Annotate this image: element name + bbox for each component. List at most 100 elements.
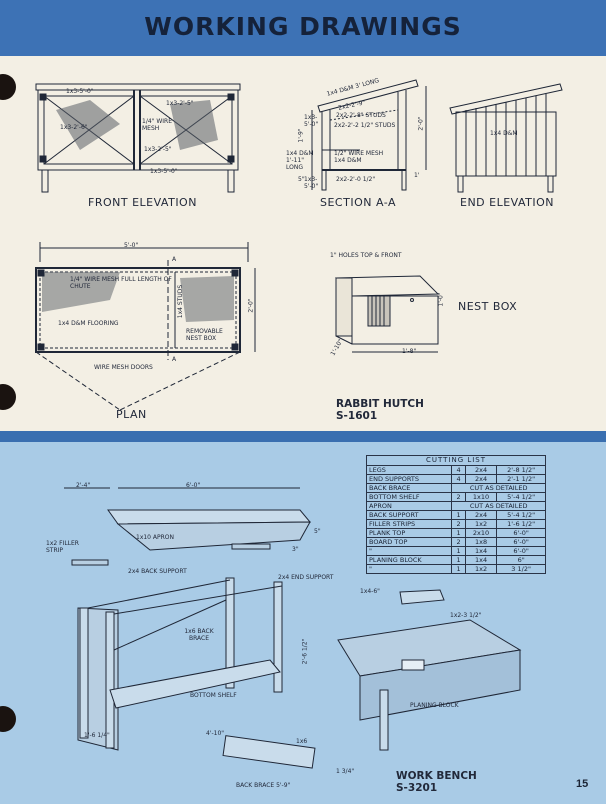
end-elevation-drawing (449, 83, 563, 193)
plan-section-mark: A (172, 356, 177, 363)
nest-label: 1" HOLES TOP & FRONT (330, 252, 402, 259)
nest-box-caption: NEST BOX (458, 300, 518, 313)
sec-label: 2x2-2'-8" STUDS (336, 112, 386, 119)
sec-label: 1x3-5'-0" (304, 176, 319, 190)
fe-dimension: 1x3-2'-5" (166, 100, 194, 107)
cutting-list-cell: 1x4 (464, 555, 498, 565)
nest-dimension: 1'-0" (437, 292, 445, 307)
cutting-list-cell: 5'-4 1/2" (496, 492, 546, 502)
cutting-list-cell: 1x4 (464, 546, 498, 556)
wb-dimension: 6'-0" (186, 482, 201, 489)
page-number: 15 (576, 778, 589, 790)
cutting-list-cell: 2x4 (464, 465, 498, 475)
nest-dimension: 1'-8" (402, 348, 417, 355)
fe-dimension: 1x3-2'-5" (144, 146, 172, 153)
cutting-list-cell: 1 (451, 555, 466, 565)
cutting-list-cell: PLANK TOP (365, 528, 453, 538)
cutting-list-cell: BACK SUPPORT (365, 510, 453, 520)
divider-band (0, 431, 606, 442)
cutting-list-cell: 6'-0" (496, 537, 546, 547)
cutting-list-cell: 1 (451, 564, 466, 574)
plan-label: 1x4 D&M FLOORING (58, 320, 119, 327)
cutting-list-cell: 6'-0" (496, 528, 546, 538)
wb-label: 1x6 (296, 738, 308, 745)
wb-dimension: 2'-4" (76, 482, 91, 489)
cutting-list-cell: 1 (451, 546, 466, 556)
sec-dimension: 1' (414, 172, 420, 179)
sec-dimension: 5" (298, 176, 305, 183)
wb-label: 1x4-6" (360, 588, 380, 595)
sec-dimension: 1'-9" (297, 128, 305, 143)
cutting-list-cell: 2 (451, 537, 466, 547)
cutting-list-cell: 6'-0" (496, 546, 546, 556)
sec-dimension: 2'-0" (417, 116, 425, 131)
wb-label: BACK BRACE 5'-9" (236, 782, 291, 789)
plan-label: 1x4 STUDS (177, 284, 185, 319)
cutting-list-cell: CUT AS DETAILED (451, 501, 546, 511)
cutting-list-cell: 2x4 (464, 474, 498, 484)
cutting-list-cell: CUT AS DETAILED (451, 483, 546, 493)
front-elevation-caption: FRONT ELEVATION (88, 196, 197, 209)
plan-drawing (35, 242, 256, 411)
cutting-list-cell: 4 (451, 465, 466, 475)
cutting-list-cell: 1 (451, 510, 466, 520)
page-title: WORKING DRAWINGS (144, 12, 462, 41)
cutting-list-cell: 1x2 (464, 564, 498, 574)
wb-dimension: 4'-10" (206, 730, 225, 737)
header-band (0, 0, 606, 56)
wb-label: 1x2-3 1/2" (450, 612, 482, 619)
wb-dimension: 5" (314, 528, 321, 535)
cutting-list-cell: 6" (496, 555, 546, 565)
wb-label: 1x6 BACK BRACE (184, 628, 214, 642)
cutting-list-cell: 1'-6 1/2" (496, 519, 546, 529)
nest-box-drawing (334, 275, 440, 353)
cutting-list-cell: " (365, 564, 453, 574)
fe-dimension: 1x3-5'-0" (150, 168, 178, 175)
front-elevation-drawing (35, 83, 241, 193)
cutting-list-cell: 1x10 (464, 492, 498, 502)
cutting-list-cell: END SUPPORTS (365, 474, 453, 484)
cutting-list-cell: BOTTOM SHELF (365, 492, 453, 502)
section-caption: SECTION A-A (320, 196, 396, 209)
cutting-list-cell: " (365, 546, 453, 556)
sec-label: 1/2" WIRE MESH 1x4 D&M (334, 150, 384, 164)
cutting-list-cell: BACK BRACE (365, 483, 453, 493)
bench-title: WORK BENCH (396, 770, 477, 782)
wb-dimension: 1 3/4" (336, 768, 355, 775)
plan-dimension: 2'-0" (247, 298, 255, 313)
cutting-list-cell: 2x10 (464, 528, 498, 538)
cutting-list-cell: 2'-1 1/2" (496, 474, 546, 484)
wb-label: 1x2 FILLER STRIP (46, 540, 79, 554)
cutting-list-cell: 1x2 (464, 519, 498, 529)
cutting-list-cell: FILLER STRIPS (365, 519, 453, 529)
fe-dimension: 1x3-5'-0" (66, 88, 94, 95)
hutch-title: RABBIT HUTCH (336, 398, 424, 410)
cutting-list-cell: 4 (451, 474, 466, 484)
sec-label: 2x2-2'-0 1/2" (336, 176, 376, 183)
plan-label: WIRE MESH DOORS (94, 364, 153, 371)
cutting-list-cell: 2x4 (464, 510, 498, 520)
cutting-list-cell: 2 (451, 519, 466, 529)
fe-mesh-label: 1/4" WIRE MESH (142, 118, 172, 132)
hutch-number: S-1601 (336, 410, 378, 422)
end-elevation-caption: END ELEVATION (460, 196, 555, 209)
wb-dimension: 1'-6 1/4" (84, 732, 110, 739)
wb-dimension: 3" (292, 546, 299, 553)
cutting-list-cell: 1 (451, 528, 466, 538)
cutting-list-cell: BOARD TOP (365, 537, 453, 547)
binder-hole (0, 74, 16, 100)
cutting-list-cell: 5'-4 1/2" (496, 510, 546, 520)
plan-dimension: 5'-0" (124, 242, 139, 249)
